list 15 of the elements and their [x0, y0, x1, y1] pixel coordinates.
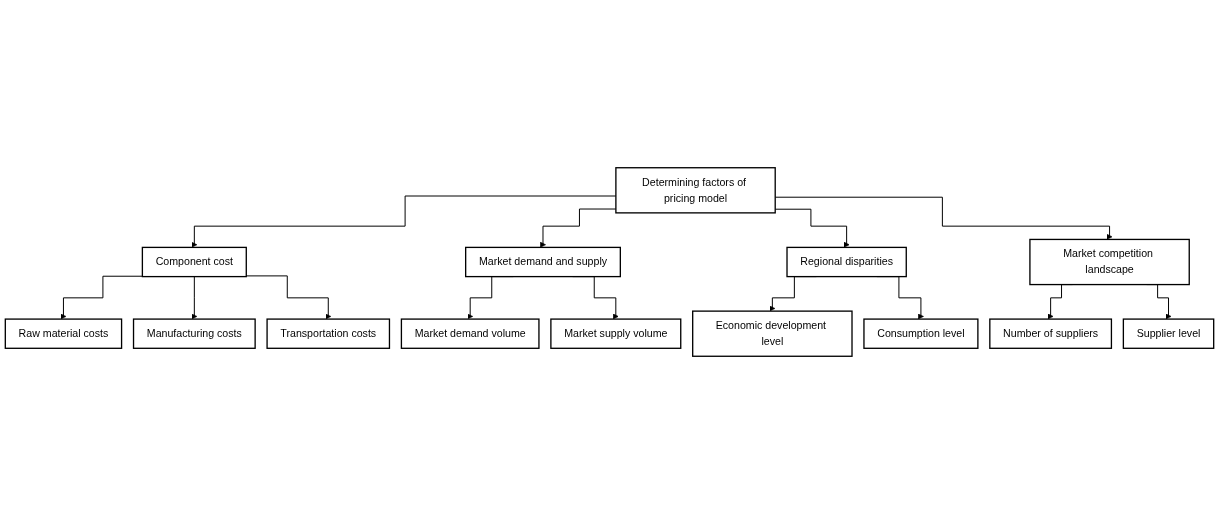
- node-box: Supplier level: [1122, 318, 1215, 349]
- node-box: Market demand and supply: [465, 246, 621, 278]
- node-box: Economic development level: [692, 310, 853, 357]
- node-box: Market demand volume: [400, 318, 540, 349]
- node-box: Regional disparities: [786, 246, 907, 278]
- node-box: Consumption level: [863, 318, 979, 349]
- node-box: Market competition landscape: [1029, 238, 1190, 286]
- node-box: Raw material costs: [4, 318, 123, 349]
- node-box: Transportation costs: [266, 318, 391, 349]
- arrow: [60, 275, 143, 320]
- node-box: Manufacturing costs: [132, 318, 256, 349]
- node-box: Determining factors of pricing model: [615, 167, 776, 214]
- node-box: Component cost: [141, 246, 247, 278]
- node-box: Market supply volume: [550, 318, 682, 349]
- node-box: Number of suppliers: [989, 318, 1113, 349]
